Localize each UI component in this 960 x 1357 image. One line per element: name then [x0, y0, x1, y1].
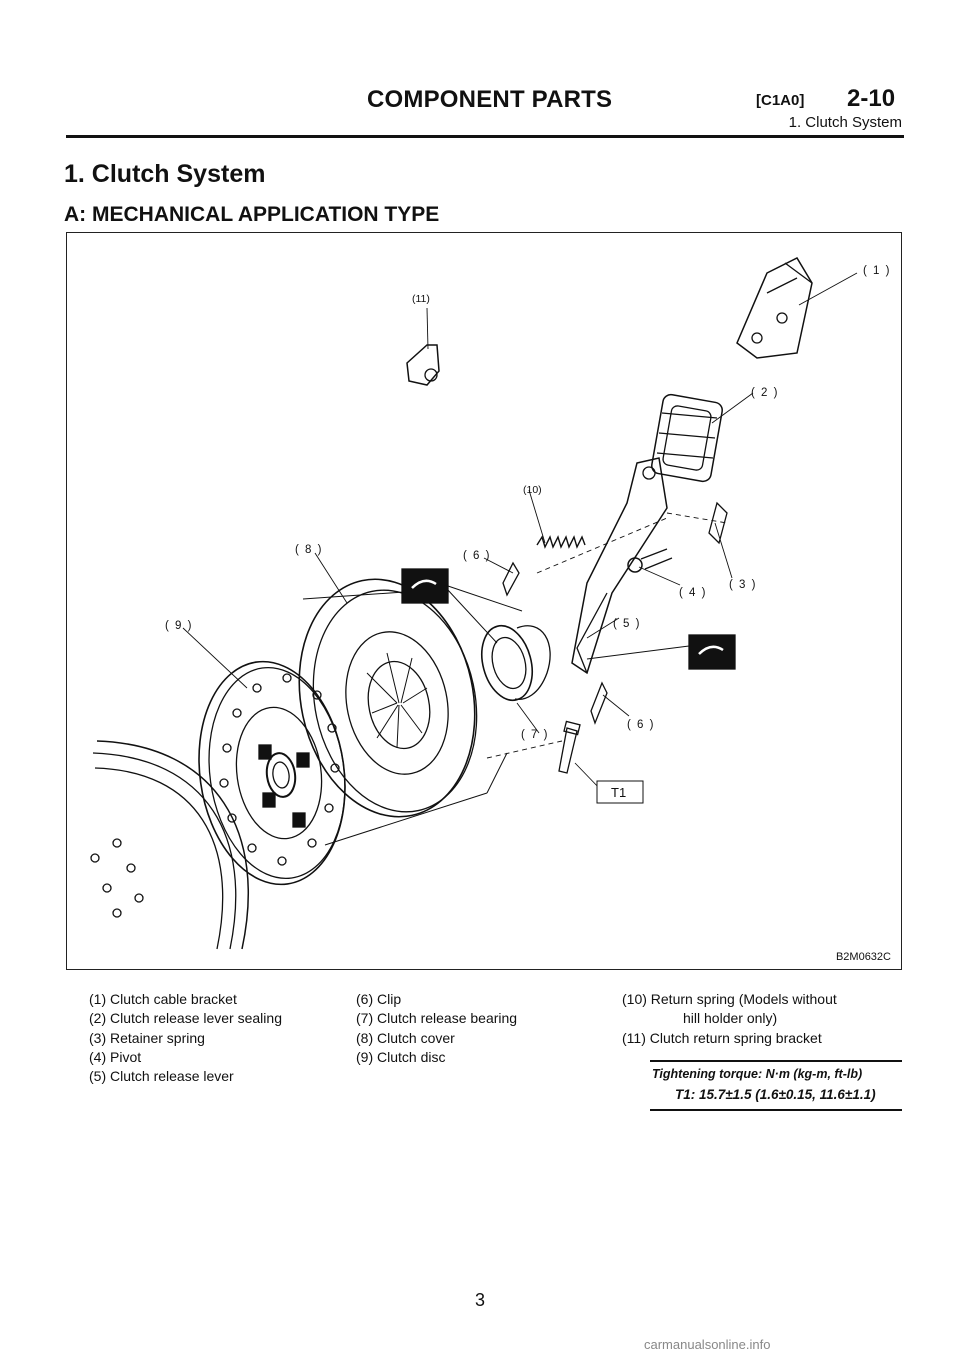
clutch-cover-drawing: [298, 578, 508, 846]
legend-item: (2) Clutch release lever sealing: [89, 1010, 282, 1027]
legend-item: (4) Pivot: [89, 1048, 142, 1065]
legend-item: (3) Retainer spring: [89, 1029, 205, 1046]
callout-5: ( 5 ): [613, 618, 641, 630]
page-number: 3: [475, 1290, 486, 1310]
return-spring-drawing: [536, 535, 586, 549]
header-rule: [66, 135, 904, 138]
callout-6a: ( 6 ): [463, 550, 491, 562]
callout-9: ( 9 ): [165, 620, 193, 632]
legend-column-2: (6) Clip (7) Clutch release bearing (8) …: [356, 990, 517, 1067]
legend-item: (5) Clutch release lever: [89, 1068, 234, 1085]
header-title: COMPONENT PARTS: [367, 86, 613, 113]
callout-6b: ( 6 ): [627, 719, 655, 731]
bolt-drawing: [558, 720, 581, 774]
cable-bracket-drawing: [736, 257, 813, 359]
clip-drawing: [502, 561, 608, 725]
release-bearing-drawing: [481, 624, 551, 702]
figure-id: B2M0632C: [835, 951, 891, 963]
pivot-drawing: [627, 548, 673, 573]
legend-item: (10) Return spring (Models without: [622, 991, 837, 1007]
torque-heading: Tightening torque: N·m (kg-m, ft-lb): [652, 1067, 863, 1081]
legend-item: (6) Clip: [356, 991, 402, 1007]
torque-value: T1: 15.7±1.5 (1.6±0.15, 11.6±1.1): [675, 1087, 876, 1102]
legend-column-3: (10) Return spring (Models without hill …: [622, 990, 837, 1048]
callout-7: ( 7 ): [521, 729, 549, 741]
spring-bracket-drawing: [406, 344, 440, 386]
section-title: 1. Clutch System: [64, 160, 266, 188]
callout-4: ( 4 ): [679, 587, 707, 599]
callout-3: ( 3 ): [729, 579, 757, 591]
callout-8: ( 8 ): [295, 544, 323, 556]
clutch-disc-drawing: [198, 660, 346, 886]
legend-item: (9) Clutch disc: [356, 1048, 446, 1065]
retainer-spring-drawing: [708, 501, 728, 545]
flywheel-drawing: [90, 740, 250, 950]
watermark: carmanualsonline.info: [644, 1337, 771, 1352]
legend-item: (1) Clutch cable bracket: [89, 991, 237, 1007]
header-subtitle: 1. Clutch System: [788, 114, 902, 131]
lever-sealing-drawing: [651, 393, 723, 483]
torque-spec-box: Tightening torque: N·m (kg-m, ft-lb) T1:…: [650, 1060, 902, 1111]
header-code: [C1A0]: [756, 92, 805, 109]
legend-column-1: (1) Clutch cable bracket (2) Clutch rele…: [89, 990, 282, 1086]
legend-item: (11) Clutch return spring bracket: [622, 1029, 822, 1046]
exploded-diagram: ( 1 ) ( 2 ) ( 3 ) ( 4 ) ( 5 ) ( 6 ) ( 6 …: [66, 232, 902, 970]
legend-item: (7) Clutch release bearing: [356, 1010, 518, 1027]
callout-1: ( 1 ): [863, 265, 891, 277]
legend-item-continuation: hill holder only): [683, 1010, 778, 1027]
callout-10: (10): [523, 484, 542, 496]
torque-tag-t1: T1: [611, 785, 626, 800]
legend-item: (8) Clutch cover: [356, 1029, 455, 1046]
callout-11: (11): [412, 293, 430, 305]
grease-icon: [401, 568, 449, 604]
callout-2: ( 2 ): [751, 387, 779, 399]
subsection-title: A: MECHANICAL APPLICATION TYPE: [64, 203, 440, 226]
header-page-code: 2-10: [847, 85, 896, 112]
grease-icon: [688, 634, 736, 670]
